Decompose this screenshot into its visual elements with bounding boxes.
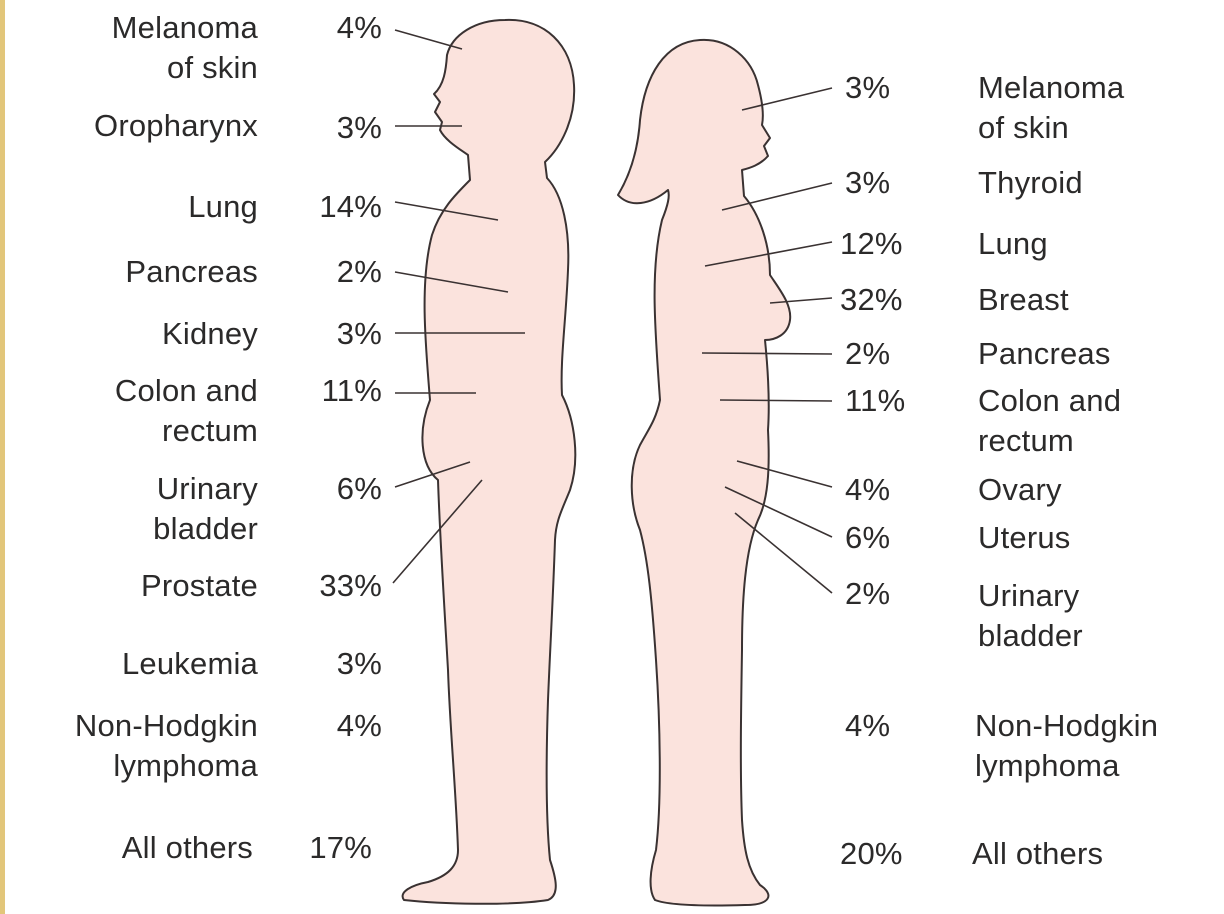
female-silhouette bbox=[618, 40, 790, 906]
female-site-lung: Lung bbox=[978, 224, 1048, 264]
male-silhouette bbox=[403, 20, 576, 904]
male-site-others: All others bbox=[20, 828, 253, 868]
male-site-pancreas: Pancreas bbox=[20, 252, 258, 292]
female-site-bladder: Urinary bladder bbox=[978, 576, 1083, 656]
female-percent-breast: 32% bbox=[840, 280, 903, 320]
female-percent-colon: 11% bbox=[845, 381, 905, 421]
male-percent-lymphoma: 4% bbox=[290, 706, 382, 746]
female-percent-pancreas: 2% bbox=[845, 334, 890, 374]
male-percent-colon: 11% bbox=[290, 371, 382, 411]
male-site-colon: Colon and rectum bbox=[20, 371, 258, 451]
female-site-lymphoma: Non-Hodgkin lymphoma bbox=[975, 706, 1158, 786]
female-site-ovary: Ovary bbox=[978, 470, 1062, 510]
male-site-melanoma: Melanoma of skin bbox=[20, 8, 258, 88]
male-site-leukemia: Leukemia bbox=[20, 644, 258, 684]
male-percent-kidney: 3% bbox=[290, 314, 382, 354]
male-site-lung: Lung bbox=[20, 187, 258, 227]
male-site-kidney: Kidney bbox=[20, 314, 258, 354]
male-percent-pancreas: 2% bbox=[290, 252, 382, 292]
male-percent-melanoma: 4% bbox=[290, 8, 382, 48]
female-percent-lung: 12% bbox=[840, 224, 903, 264]
female-percent-ovary: 4% bbox=[845, 470, 890, 510]
female-percent-lymphoma: 4% bbox=[845, 706, 890, 746]
male-leader-melanoma bbox=[395, 30, 462, 49]
female-percent-thyroid: 3% bbox=[845, 163, 890, 203]
female-leader-colon bbox=[720, 400, 832, 401]
male-site-oropharynx: Oropharynx bbox=[20, 106, 258, 146]
female-site-uterus: Uterus bbox=[978, 518, 1071, 558]
female-leader-pancreas bbox=[702, 353, 832, 354]
male-percent-others: 17% bbox=[280, 828, 372, 868]
male-percent-leukemia: 3% bbox=[290, 644, 382, 684]
female-percent-others: 20% bbox=[840, 834, 903, 874]
male-site-lymphoma: Non-Hodgkin lymphoma bbox=[6, 706, 258, 786]
female-percent-uterus: 6% bbox=[845, 518, 890, 558]
male-site-prostate: Prostate bbox=[20, 566, 258, 606]
male-percent-bladder: 6% bbox=[290, 469, 382, 509]
female-percent-bladder: 2% bbox=[845, 574, 890, 614]
female-site-melanoma: Melanoma of skin bbox=[978, 68, 1124, 148]
female-site-breast: Breast bbox=[978, 280, 1069, 320]
male-site-bladder: Urinary bladder bbox=[20, 469, 258, 549]
female-site-colon: Colon and rectum bbox=[978, 381, 1121, 461]
male-percent-lung: 14% bbox=[290, 187, 382, 227]
male-percent-prostate: 33% bbox=[290, 566, 382, 606]
female-site-thyroid: Thyroid bbox=[978, 163, 1083, 203]
male-percent-oropharynx: 3% bbox=[290, 108, 382, 148]
female-percent-melanoma: 3% bbox=[845, 68, 890, 108]
female-site-others: All others bbox=[972, 834, 1103, 874]
female-site-pancreas: Pancreas bbox=[978, 334, 1111, 374]
